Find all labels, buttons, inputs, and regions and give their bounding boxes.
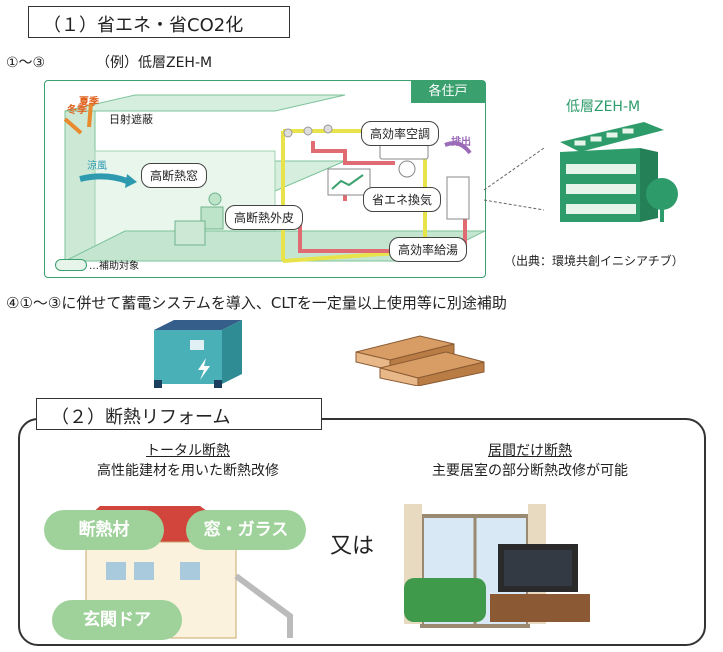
exhaust-label: 排出: [451, 137, 471, 148]
high-insulation-window-label: 高断熱窓: [141, 163, 208, 188]
range-label: ①～③: [6, 55, 46, 71]
high-efficiency-water-heater-label: 高効率給湯: [389, 237, 468, 262]
battery-storage-icon: [154, 320, 242, 388]
connector-lines: [484, 147, 544, 211]
high-insulation-envelope-label: 高断熱外皮: [225, 205, 304, 230]
legend-swatch: [55, 259, 87, 271]
building-label: 低層ZEH-M: [566, 99, 641, 115]
unit-label: 各住戸: [411, 81, 485, 103]
pill-entrance-door: 玄関ドア: [52, 600, 182, 640]
source-label: （出典：環境共創イニシアチブ）: [504, 254, 684, 268]
zeh-m-building: [560, 122, 678, 222]
section2-heading: （２）断熱リフォーム: [36, 398, 322, 430]
total-desc: 高性能建材を用いた断熱改修: [97, 463, 279, 479]
energy-saving-ventilation-label: 省エネ換気: [363, 187, 442, 212]
living-room-illustration: [404, 504, 590, 628]
room-title: 居間だけ断熱: [488, 443, 572, 459]
winter-label: 冬季: [67, 105, 87, 116]
clt-wood-icon: [355, 335, 485, 386]
legend-label: …補助対象: [89, 261, 139, 272]
house-diagram-drawing: [63, 94, 485, 263]
high-efficiency-ac-label: 高効率空調: [361, 121, 440, 146]
summer-label: 夏季: [79, 97, 99, 108]
section2-panel: [18, 418, 706, 646]
pill-window-glass: 窓・ガラス: [186, 510, 306, 550]
note4: ④①～③に併せて蓄電システムを導入、CLTを一定量以上使用等に別途補助: [6, 294, 507, 312]
example-label: （例）低層ZEH-M: [96, 55, 213, 71]
pill-insulation: 断熱材: [44, 510, 164, 550]
house-diagram: 冬季 夏季 日射遮蔽 涼風 高断熱窓 高断熱外皮 高効率空調 省エネ換気 高効率…: [44, 80, 486, 278]
cool-breeze-label: 涼風: [87, 161, 107, 172]
or-text: 又は: [330, 534, 375, 559]
section1-heading: （１）省エネ・省CO2化: [28, 6, 290, 38]
room-desc: 主要居室の部分断熱改修が可能: [432, 463, 628, 479]
sun-shading-label: 日射遮蔽: [109, 113, 153, 126]
total-title: トータル断熱: [146, 443, 230, 459]
